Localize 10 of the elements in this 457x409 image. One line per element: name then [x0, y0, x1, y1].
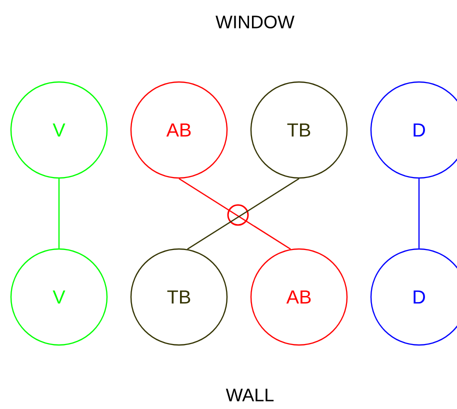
- label: WALL: [226, 388, 274, 402]
- connector-line: [58, 178, 60, 248]
- circle-node: AB: [250, 248, 348, 346]
- circle-node: V: [10, 81, 108, 179]
- circle-node: TB: [250, 81, 348, 179]
- connector-line: [418, 178, 420, 248]
- circle-node: AB: [130, 81, 228, 179]
- circle-node: V: [10, 248, 108, 346]
- circle-node: TB: [130, 248, 228, 346]
- title: WINDOW: [216, 16, 294, 28]
